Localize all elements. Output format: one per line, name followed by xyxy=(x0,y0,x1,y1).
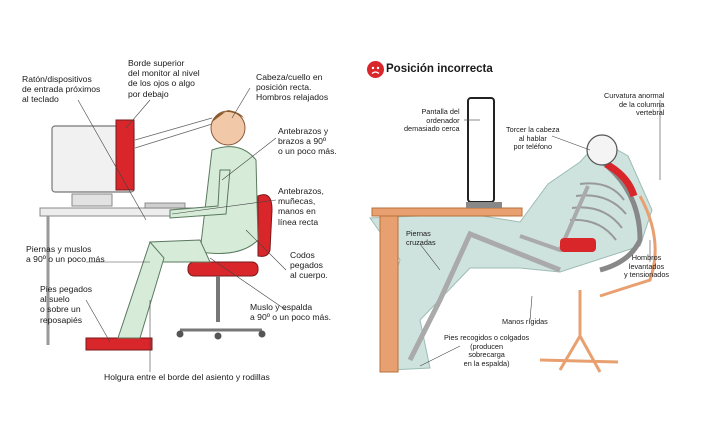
chair xyxy=(539,195,657,373)
label-screen: Pantalla del ordenador demasiado cerca xyxy=(404,107,460,134)
label-thigh-back: Muslo y espalda a 90º o un poco más. xyxy=(250,302,332,323)
label-clearance: Holgura entre el borde del asiento y rod… xyxy=(104,372,270,382)
footrest xyxy=(85,337,153,351)
label-forearms: Antebrazos y brazos a 90º o un poco más. xyxy=(278,126,337,157)
keyboard xyxy=(144,202,186,209)
skull xyxy=(586,134,618,166)
sight-line xyxy=(134,123,213,149)
label-elbows: Codos pegados al cuerpo. xyxy=(290,250,328,281)
label-shoulders: Hombros levantados y tensionados xyxy=(624,253,670,280)
label-wrists: Antebrazos, muñecas, manos en línea rect… xyxy=(278,186,324,227)
label-feet: Pies pegados al suelo o sobre un reposap… xyxy=(40,284,93,325)
monitor xyxy=(51,119,135,207)
incorrect-posture-illustration xyxy=(369,97,657,373)
arm-bones xyxy=(519,185,590,253)
sight-line xyxy=(134,117,213,141)
label-head: Cabeza/cuello en posición recta. Hombros… xyxy=(256,72,329,103)
chair xyxy=(176,194,273,340)
desk-panel xyxy=(379,215,399,373)
label-spine: Curvatura anormal de la columna vertebra… xyxy=(604,91,665,118)
label-crossed: Piernas cruzadas xyxy=(406,229,436,247)
label-legs: Piernas y muslos a 90º o un poco más xyxy=(26,244,105,265)
label-hands: Manos rígidas xyxy=(502,317,548,326)
incorrect-posture-title: Posición incorrecta xyxy=(386,63,493,75)
monitor xyxy=(466,97,502,208)
label-feet-incorrect: Pies recogidos o colgados (producen sobr… xyxy=(444,333,530,368)
callout-lines xyxy=(77,87,661,372)
hands-highlight xyxy=(560,238,596,252)
label-monitor: Borde superior del monitor al nivel de l… xyxy=(128,58,200,99)
leg-bones xyxy=(407,230,561,362)
spine-highlight xyxy=(604,160,638,198)
warning-face-icon xyxy=(367,61,384,78)
desk xyxy=(371,207,523,217)
label-mouse: Ratón/dispositivos de entrada próximos a… xyxy=(22,74,101,105)
spine xyxy=(598,158,643,273)
seated-person xyxy=(117,110,259,339)
label-twist: Torcer la cabeza al hablar por teléfono xyxy=(506,125,560,152)
